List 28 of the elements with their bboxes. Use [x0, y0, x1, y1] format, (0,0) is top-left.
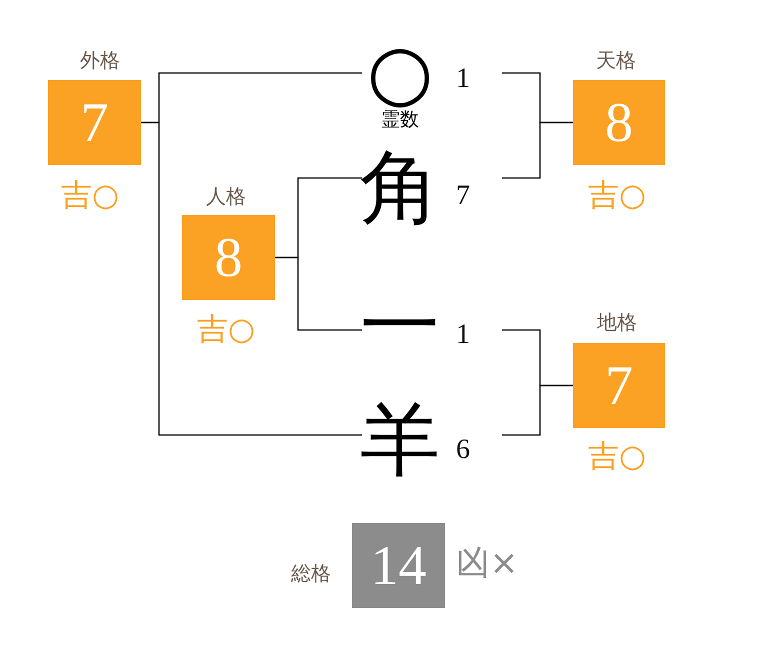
category-heading: 天格	[596, 50, 636, 70]
verdict-text: 吉○	[588, 442, 646, 472]
score-box: 7	[573, 343, 665, 428]
verdict-text: 吉○	[196, 314, 256, 346]
category-heading: 外格	[80, 50, 120, 70]
score-box: 14	[352, 523, 445, 608]
score-box: 8	[573, 80, 665, 165]
stroke-count: 6	[456, 436, 470, 464]
name-character: 角	[360, 148, 440, 228]
category-heading: 総格	[291, 563, 331, 583]
score-box: 7	[48, 80, 141, 165]
stroke-count: 1	[456, 321, 470, 349]
name-character: ○	[366, 34, 434, 110]
score-box: 8	[182, 215, 275, 300]
verdict-text: 吉○	[60, 180, 120, 212]
bracket-line	[502, 384, 573, 436]
category-heading: 地格	[597, 312, 637, 332]
verdict-text: 凶×	[456, 546, 518, 580]
verdict-text: 吉○	[588, 180, 646, 212]
name-character: 一	[360, 286, 440, 366]
bracket-line	[502, 122, 573, 179]
character-caption: 霊数	[381, 110, 419, 130]
stroke-count: 1	[456, 65, 470, 93]
category-heading: 人格	[206, 186, 246, 206]
bracket-line	[275, 256, 362, 331]
bracket-line	[141, 122, 362, 436]
stroke-count: 7	[456, 182, 470, 210]
name-character: 羊	[360, 400, 440, 480]
